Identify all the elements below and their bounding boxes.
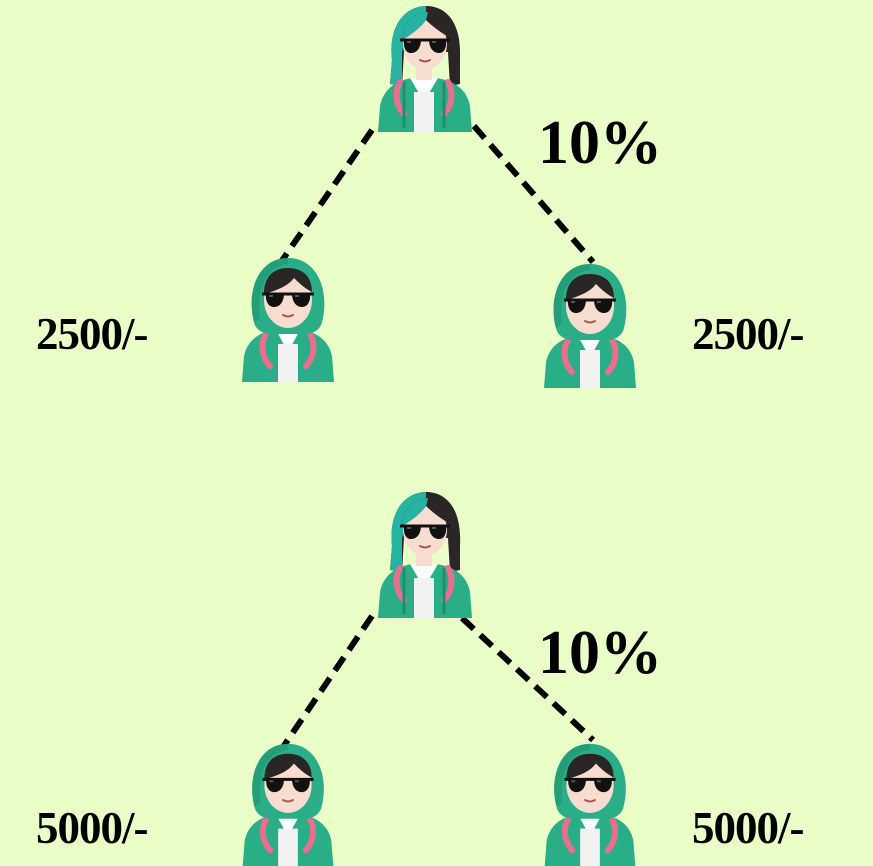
connector-line-right-1: [471, 124, 596, 264]
connector-line-left-1: [278, 128, 375, 264]
amount-label-right-1: 2500/-: [692, 309, 804, 359]
amount-label-left-1: 2500/-: [36, 309, 148, 359]
percent-label-2: 10%: [538, 619, 662, 687]
connector-line-left-2: [278, 614, 375, 752]
connector-line-right-2: [459, 615, 596, 743]
amount-label-left-2: 5000/-: [36, 803, 148, 853]
amount-label-right-2: 5000/-: [692, 803, 804, 853]
percent-label-1: 10%: [538, 109, 662, 177]
